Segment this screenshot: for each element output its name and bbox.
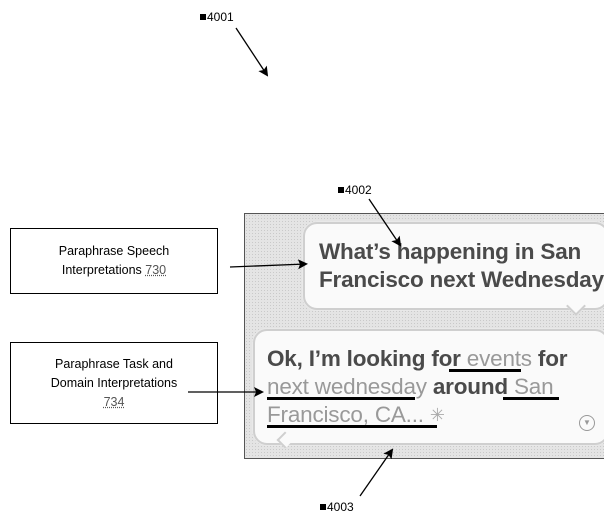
ref-4003-arrow <box>359 448 394 497</box>
ref-4003: 4003 <box>320 500 354 514</box>
task-label-number: 734 <box>103 394 125 409</box>
events-link[interactable]: events <box>466 346 532 371</box>
ref-4002: 4002 <box>338 183 372 197</box>
chevron-down-icon[interactable]: ▼ <box>579 415 595 431</box>
assistant-text-part1: Ok, I’m looking for <box>267 346 467 371</box>
ref-4001-text: 4001 <box>207 10 234 24</box>
location-link-part2[interactable]: Francisco, CA... <box>267 402 424 427</box>
speech-label-line2: Interpretations <box>61 263 142 277</box>
assistant-text-part3: around <box>426 374 514 399</box>
ref-4001: 4001 <box>200 10 234 24</box>
ref-square-icon <box>338 187 344 193</box>
assistant-text-part2: for <box>531 346 568 371</box>
date-underline <box>267 397 415 400</box>
task-label-line2: Domain Interpretations <box>50 375 178 390</box>
ref-4002-arrow <box>368 198 402 247</box>
task-label-line1: Paraphrase Task and <box>55 356 173 371</box>
user-speech-bubble[interactable]: What’s happening in San Francisco next W… <box>303 222 604 310</box>
speech-label-number: 730 <box>145 263 167 277</box>
speech-label-line2-wrap: Interpretations 730 <box>11 261 217 280</box>
location-underline-2 <box>267 425 437 428</box>
conversation-screen: What’s happening in San Francisco next W… <box>244 213 604 459</box>
date-link[interactable]: next wednesday <box>267 374 427 399</box>
assistant-line1: Ok, I’m looking for events for <box>267 345 568 373</box>
speech-label-line1: Paraphrase Speech <box>58 244 170 258</box>
user-utterance: What’s happening in San Francisco next W… <box>319 238 604 294</box>
assistant-paraphrase: Ok, I’m looking for events for next wedn… <box>267 345 568 429</box>
assistant-line2: next wednesday around San <box>267 373 567 401</box>
ref-square-icon <box>320 504 326 510</box>
speech-interpretations-label: Paraphrase Speech Interpretations 730 <box>10 228 218 294</box>
location-link-part1[interactable]: San <box>513 374 554 399</box>
user-utterance-line1: What’s happening in San <box>319 239 582 264</box>
user-utterance-line2: Francisco next Wednesday <box>319 267 604 292</box>
events-underline <box>449 369 521 372</box>
ref-4001-arrow <box>235 27 269 77</box>
task-domain-interpretations-label: Paraphrase Task and Domain Interpretatio… <box>10 342 218 424</box>
loading-spinner-icon: ✳ <box>429 405 445 425</box>
ref-4002-text: 4002 <box>345 183 372 197</box>
speech-label-arrow <box>229 259 308 270</box>
location-underline-1 <box>503 397 559 400</box>
ref-square-icon <box>200 14 206 20</box>
ref-4003-text: 4003 <box>327 500 354 514</box>
assistant-line3: Francisco, CA... ✳ <box>267 401 567 429</box>
